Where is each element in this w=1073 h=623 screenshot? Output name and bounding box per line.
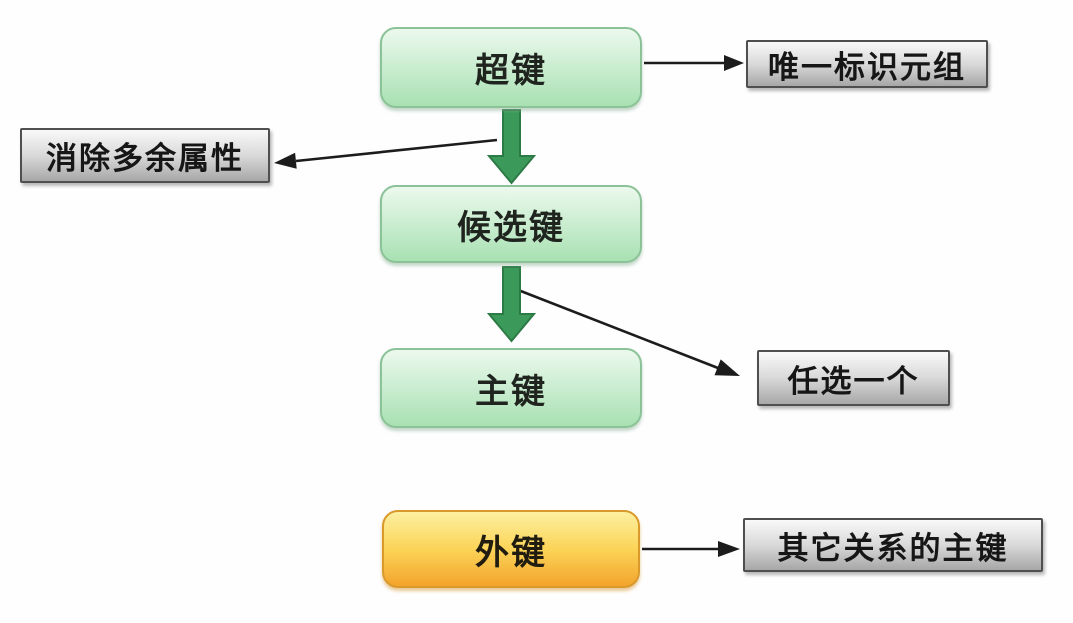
arrow-super-key-to-unique-identify-tuple bbox=[644, 55, 744, 71]
arrow-foreign-key-to-other-relation-primary-key bbox=[642, 541, 740, 557]
block-arrow-super-key-to-candidate-key bbox=[486, 109, 537, 185]
node-primary-key: 主键 bbox=[380, 348, 642, 428]
node-candidate-key-label: 候选键 bbox=[457, 207, 565, 248]
node-unique-identify-tuple-label: 唯一标识元组 bbox=[768, 49, 966, 86]
node-primary-key-label: 主键 bbox=[475, 371, 547, 412]
node-choose-any-one: 任选一个 bbox=[757, 350, 950, 406]
node-super-key-label: 超键 bbox=[475, 51, 547, 91]
node-eliminate-redundant-attributes: 消除多余属性 bbox=[20, 128, 270, 183]
node-eliminate-redundant-attributes-label: 消除多余属性 bbox=[46, 141, 244, 177]
node-super-key: 超键 bbox=[380, 27, 642, 108]
node-choose-any-one-label: 任选一个 bbox=[787, 363, 920, 400]
block-arrow-candidate-key-to-primary-key bbox=[486, 266, 537, 343]
node-other-relation-primary-key-label: 其它关系的主键 bbox=[777, 530, 1009, 567]
node-foreign-key: 外键 bbox=[382, 510, 640, 588]
arrow-to-eliminate-redundant-attributes bbox=[274, 138, 498, 169]
node-unique-identify-tuple: 唯一标识元组 bbox=[746, 40, 988, 88]
node-other-relation-primary-key: 其它关系的主键 bbox=[743, 518, 1043, 572]
node-foreign-key-label: 外键 bbox=[475, 532, 547, 573]
node-candidate-key: 候选键 bbox=[380, 185, 642, 263]
arrow-to-choose-any-one bbox=[512, 286, 740, 376]
